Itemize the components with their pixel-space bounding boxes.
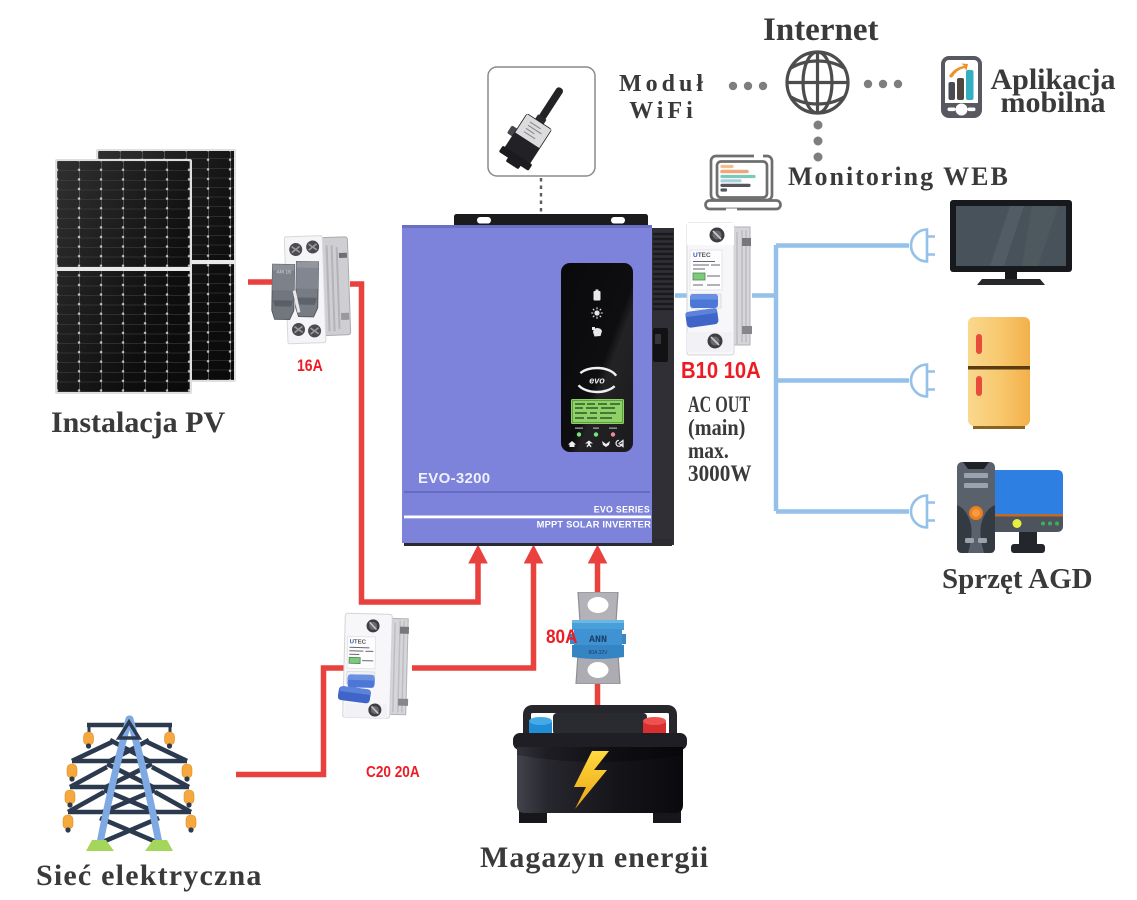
svg-text:80A 32V: 80A 32V: [589, 650, 609, 656]
svg-text:EVO SERIES: EVO SERIES: [594, 505, 650, 515]
svg-text:MPPT SOLAR INVERTER: MPPT SOLAR INVERTER: [537, 520, 651, 530]
svg-text:AM 16: AM 16: [276, 269, 291, 275]
svg-text:UTEC: UTEC: [693, 252, 711, 259]
svg-text:EVO-3200: EVO-3200: [418, 470, 490, 487]
svg-text:evo: evo: [589, 376, 605, 386]
svg-text:ANN: ANN: [589, 635, 607, 646]
svg-text:UTEC: UTEC: [350, 639, 367, 645]
